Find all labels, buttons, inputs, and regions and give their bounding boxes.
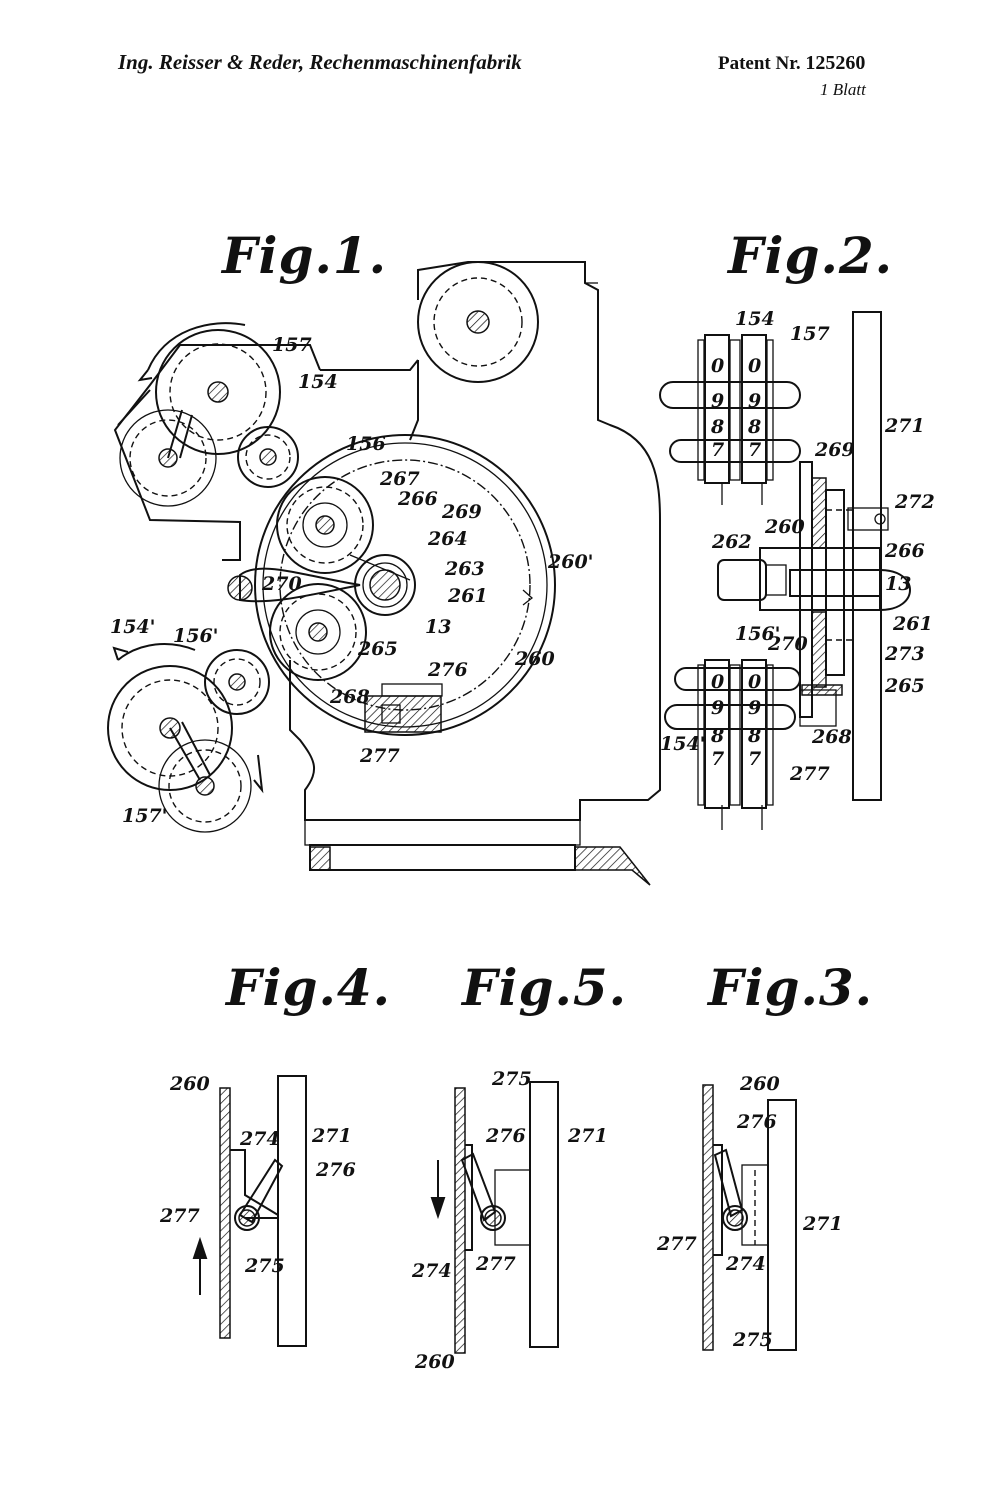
fig2-title: Fig.2. xyxy=(728,226,894,285)
fig3-label-274: 274 xyxy=(725,1253,766,1275)
fig2-label-261: 261 xyxy=(892,613,933,635)
fig2-label-272: 272 xyxy=(894,491,935,513)
fig5-label-276: 276 xyxy=(485,1125,526,1147)
digit-top-0b: 0 xyxy=(748,355,761,377)
fig4-label-275: 275 xyxy=(244,1255,285,1277)
fig2-labels: 154 157 271 269 272 260 266 262 13 261 2… xyxy=(660,308,935,785)
fig1-label-264: 264 xyxy=(427,528,468,550)
fig4-label-277: 277 xyxy=(159,1205,200,1227)
digit-top-0a: 0 xyxy=(711,355,724,377)
header-company: Ing. Reisser & Reder, Rechenmaschinenfab… xyxy=(118,50,522,74)
fig1-label-266: 266 xyxy=(397,488,438,510)
fig1-label-268: 268 xyxy=(329,686,370,708)
fig4-drawing xyxy=(192,1075,307,1347)
fig2-label-157: 157 xyxy=(790,323,830,345)
fig3-drawing xyxy=(702,1084,797,1351)
digit-top-7a: 7 xyxy=(711,439,724,461)
fig5-label-274: 274 xyxy=(411,1260,452,1282)
fig2-label-156-prime: 156' xyxy=(735,623,780,645)
fig2-label-154-prime: 154' xyxy=(660,733,705,755)
digit-bottom-8a: 8 xyxy=(710,725,724,747)
fig5-labels: 275 276 271 274 277 260 xyxy=(411,1068,608,1373)
fig1-labels: 157 154 156 267 266 269 264 263 261 260'… xyxy=(110,334,593,827)
fig4-label-260: 260 xyxy=(169,1073,210,1095)
fig2-label-269: 269 xyxy=(814,439,855,461)
digit-top-9b: 9 xyxy=(748,390,761,412)
fig2-label-266: 266 xyxy=(884,540,925,562)
fig3-label-260: 260 xyxy=(739,1073,780,1095)
patent-number: 125260 xyxy=(805,52,866,74)
fig1-label-267: 267 xyxy=(379,468,420,490)
digit-top-7b: 7 xyxy=(748,439,761,461)
fig3-label-277: 277 xyxy=(656,1233,697,1255)
fig1-label-265: 265 xyxy=(357,638,398,660)
fig1-label-269: 269 xyxy=(441,501,482,523)
fig3-label-271: 271 xyxy=(802,1213,843,1235)
fig2-digits: 0 9 8 7 0 9 8 7 0 9 8 7 0 9 8 7 xyxy=(710,355,761,770)
patent-label: Patent Nr. xyxy=(718,53,801,74)
header-sheet: 1 Blatt xyxy=(820,80,866,99)
digit-bottom-8b: 8 xyxy=(747,725,761,747)
fig5-title: Fig.5. xyxy=(462,958,628,1017)
fig1-label-260: 260 xyxy=(514,648,555,670)
fig2-label-268: 268 xyxy=(811,726,852,748)
fig2-label-271: 271 xyxy=(884,415,925,437)
digit-top-8b: 8 xyxy=(747,416,761,438)
fig5-label-271: 271 xyxy=(567,1125,608,1147)
fig5-label-260: 260 xyxy=(414,1351,455,1373)
digit-top-8a: 8 xyxy=(710,416,724,438)
fig5-label-275: 275 xyxy=(491,1068,532,1090)
fig1-label-13: 13 xyxy=(425,616,451,638)
fig4-labels: 260 274 271 276 277 275 xyxy=(159,1073,356,1277)
fig4-label-276: 276 xyxy=(315,1159,356,1181)
pinion-156 xyxy=(237,426,299,488)
fig1-label-157: 157 xyxy=(272,334,312,356)
fig1-drawing xyxy=(107,261,661,886)
fig3-label-275: 275 xyxy=(732,1329,773,1351)
fig1-label-263: 263 xyxy=(444,558,485,580)
digit-bottom-7b: 7 xyxy=(748,748,761,770)
fig1-label-156-prime: 156' xyxy=(173,625,218,647)
fig3-title: Fig.3. xyxy=(708,958,874,1017)
fig1-label-261: 261 xyxy=(447,585,488,607)
fig3-labels: 260 276 271 277 274 275 xyxy=(656,1073,843,1351)
fig4-label-274: 274 xyxy=(239,1128,280,1150)
fig1-label-156: 156 xyxy=(346,433,386,455)
fig1-label-157-prime: 157' xyxy=(122,805,167,827)
digit-bottom-0b: 0 xyxy=(748,671,761,693)
fig3-label-276: 276 xyxy=(736,1111,777,1133)
pinion-156-prime xyxy=(204,649,270,715)
fig1-title: Fig.1. xyxy=(222,226,388,285)
digit-bottom-9a: 9 xyxy=(711,697,724,719)
fig1-label-270: 270 xyxy=(261,573,302,595)
fig4-label-271: 271 xyxy=(311,1125,352,1147)
fig2-label-154: 154 xyxy=(735,308,775,330)
fig1-label-154-prime: 154' xyxy=(110,616,155,638)
fig2-label-13: 13 xyxy=(885,573,911,595)
fig2-label-273: 273 xyxy=(884,643,925,665)
fig2-drawing xyxy=(659,311,911,830)
fig1-label-276: 276 xyxy=(427,659,468,681)
fig1-label-277: 277 xyxy=(359,745,400,767)
fig2-label-265: 265 xyxy=(884,675,925,697)
fig5-drawing xyxy=(430,1081,559,1354)
fig2-label-260: 260 xyxy=(764,516,805,538)
digit-bottom-0a: 0 xyxy=(711,671,724,693)
fig2-label-277: 277 xyxy=(789,763,830,785)
digit-top-9a: 9 xyxy=(711,390,724,412)
header-patent: Patent Nr. 125260 xyxy=(718,52,865,75)
fig5-label-277: 277 xyxy=(475,1253,516,1275)
fig2-label-262: 262 xyxy=(711,531,752,553)
digit-bottom-7a: 7 xyxy=(711,748,724,770)
fig1-label-154: 154 xyxy=(298,371,338,393)
digit-bottom-9b: 9 xyxy=(748,697,761,719)
fig4-title: Fig.4. xyxy=(226,958,392,1017)
fig1-label-260-prime: 260' xyxy=(547,551,593,573)
fig2-label-270: 270 xyxy=(767,633,808,655)
